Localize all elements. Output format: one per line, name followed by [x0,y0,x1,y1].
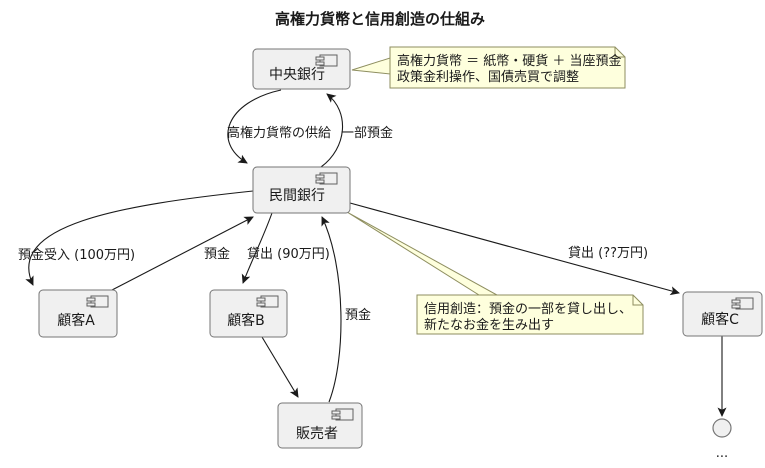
edge-loan-b [241,212,273,284]
node-label: 顧客C [701,311,739,328]
edge-supply [227,89,282,164]
node-private-bank: 民間銀行 [252,166,351,214]
diagram-title: 高権力貨幣と信用創造の仕組み [275,10,485,28]
component-icon [315,54,338,67]
edge-label-deposit-seller: 預金 [345,307,371,323]
note-body [389,46,626,89]
edge-label-deposit-accept: 預金受入 (100万円) [18,247,135,263]
note-fold-icon [632,295,643,306]
edge-label-loan-c: 貸出 (??万円) [568,245,648,261]
edge-deposit-accept [25,190,254,286]
edge-purchase [261,336,299,398]
note-line: 新たなお金を生み出す [424,317,554,333]
node-customer-a: 顧客A [38,289,118,338]
edge-loan-c [349,202,680,296]
note-fold-icon [614,47,625,58]
note-credit-creation: 信用創造：預金の一部を貸し出し、 新たなお金を生み出す [416,294,644,335]
edge-label-supply: 高権力貨幣の供給 [227,125,331,141]
edge-label-partial-deposit: 一部預金 [341,125,393,141]
edge-label-loan-b: 貸出 (90万円) [247,246,330,262]
note-line: 政策金利操作、国債売買で調整 [397,69,579,85]
node-label: 中央銀行 [269,67,325,83]
node-label: 顧客A [57,312,95,329]
note-line: 高権力貨幣 ＝ 紙幣・硬貨 ＋ 当座預金 [397,53,622,69]
note-high-powered-money: 高権力貨幣 ＝ 紙幣・硬貨 ＋ 当座預金 政策金利操作、国債売買で調整 [389,46,626,89]
node-customer-b: 顧客B [209,289,288,338]
continuation-circle-icon [712,418,732,438]
component-icon [256,295,279,308]
component-icon [331,408,354,421]
note-body [416,294,644,335]
note-line: 信用創造：預金の一部を貸し出し、 [424,301,632,317]
component-icon [86,295,109,308]
node-label: 顧客B [227,312,265,329]
edge-partial-deposit [320,93,343,168]
edge-deposit-a [111,216,254,291]
component-icon [315,172,338,185]
node-label: 販売者 [296,426,338,442]
node-seller: 販売者 [277,402,363,449]
edge-deposit-seller [321,216,342,403]
continuation-label: ... [716,446,728,461]
node-label: 民間銀行 [269,188,325,204]
component-icon [731,297,754,310]
node-central-bank: 中央銀行 [252,48,351,90]
node-customer-c: 顧客C [682,291,763,337]
edge-label-deposit-a: 預金 [204,246,230,262]
